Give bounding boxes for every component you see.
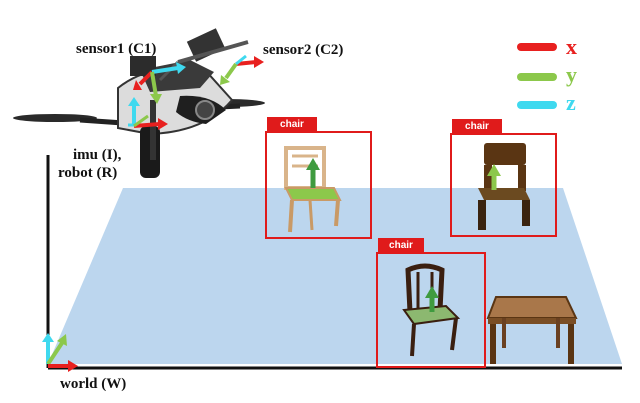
world-frame-axes	[42, 333, 78, 372]
legend-x-label: x	[566, 34, 577, 59]
legend-z-label: z	[566, 90, 576, 115]
sensor2-frame-axes	[220, 54, 264, 85]
chair-3-image	[402, 263, 461, 357]
detection-tag-3: chair	[378, 238, 424, 253]
chair-2-image	[478, 143, 530, 230]
bbox-chair-2	[450, 133, 557, 237]
legend-swatches	[517, 43, 557, 109]
robot-label: robot (R)	[58, 165, 118, 181]
bbox-chair-3	[376, 252, 486, 368]
imu-frame-axes	[128, 97, 168, 130]
chair-1-image	[284, 146, 342, 233]
floor-plane	[48, 188, 622, 364]
detection-tag-2: chair	[452, 119, 502, 134]
sensor1-label: sensor1 (C1)	[76, 41, 157, 57]
sensor1-frame-axes	[133, 62, 186, 104]
world-label: world (W)	[60, 376, 127, 392]
sensor2-label: sensor2 (C2)	[263, 42, 344, 58]
legend-y-label: y	[566, 62, 577, 87]
table-image	[486, 296, 578, 364]
bbox-chair-1	[265, 131, 372, 239]
imu-label: imu (I),	[73, 147, 122, 163]
detection-tag-1: chair	[267, 117, 317, 132]
